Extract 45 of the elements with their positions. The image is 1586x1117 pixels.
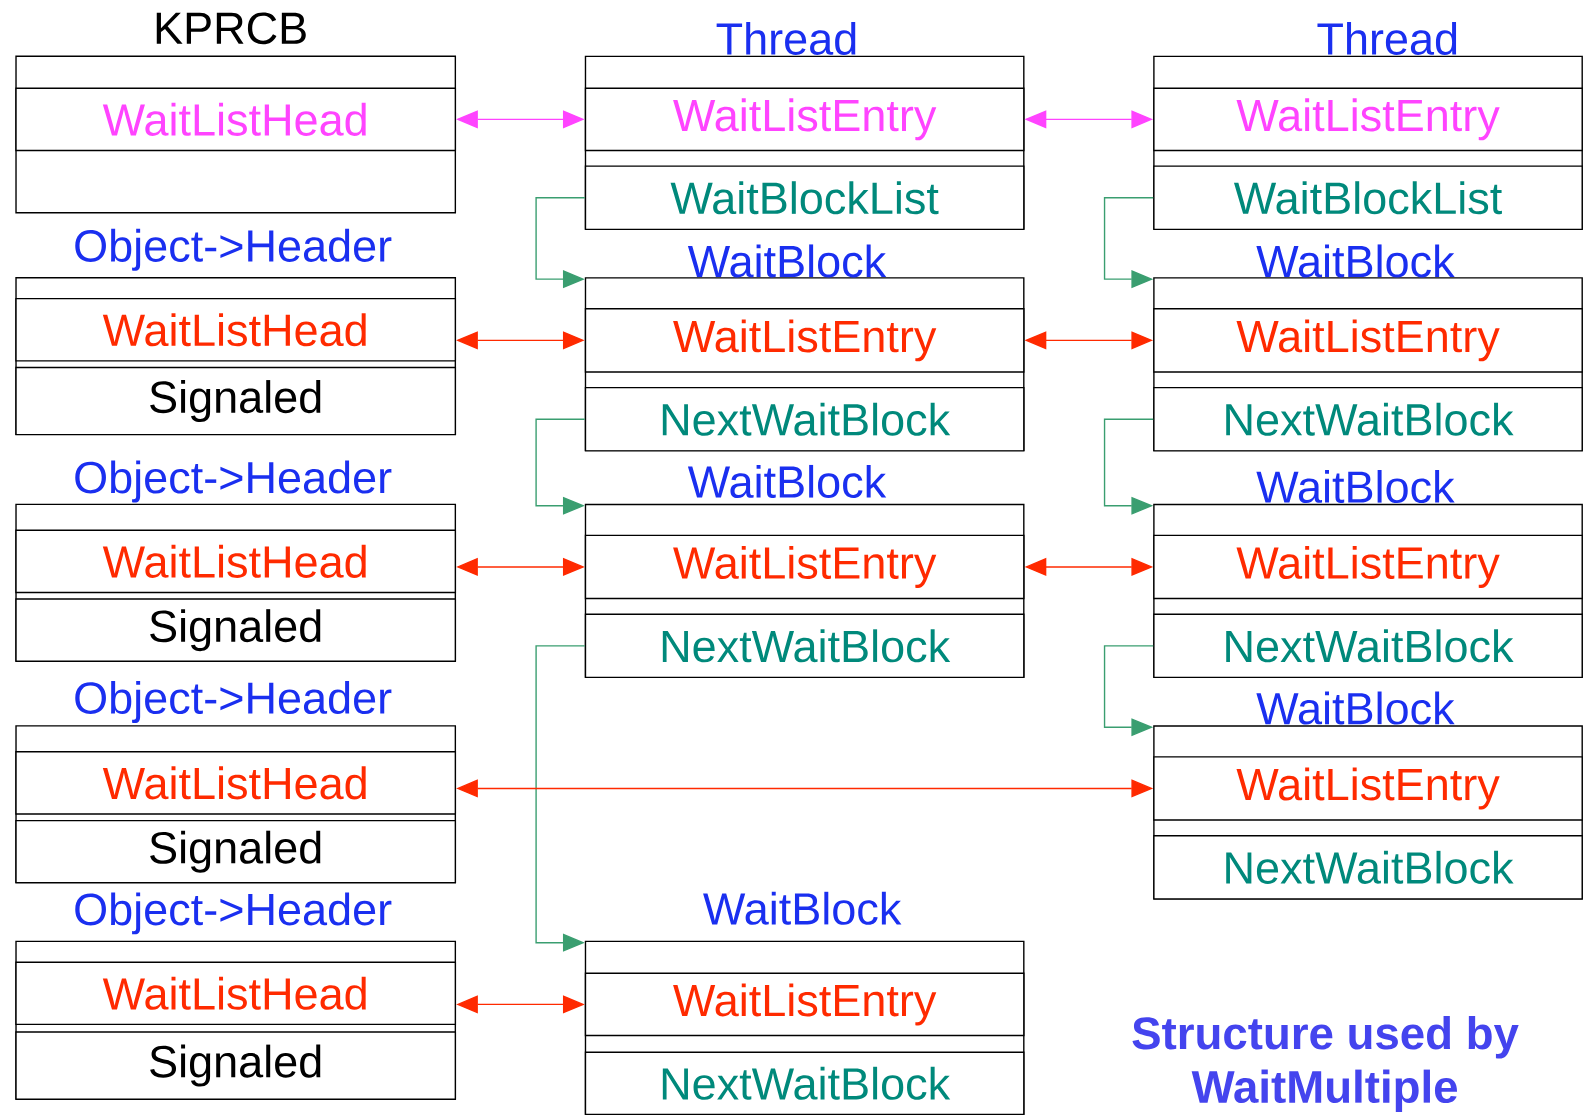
- arrow: [1103, 645, 1154, 737]
- node-label: Object->Header: [75, 229, 392, 271]
- arrow: [535, 197, 586, 289]
- field-row: Signaled: [15, 1031, 457, 1101]
- node-label: WaitBlock: [703, 891, 902, 925]
- field-row: WaitListHead: [15, 529, 457, 594]
- field-row: WaitListEntry: [584, 87, 1025, 152]
- field-row: WaitListEntry: [1153, 756, 1583, 821]
- field-row: NextWaitBlock: [1153, 835, 1583, 900]
- title: Structure used by WaitMultiple: [1132, 1016, 1519, 1113]
- node-label: Thread: [716, 22, 856, 56]
- field-row: NextWaitBlock: [584, 387, 1025, 452]
- field-row: NextWaitBlock: [1153, 387, 1583, 452]
- field-row: NextWaitBlock: [584, 613, 1025, 679]
- field-row: NextWaitBlock: [584, 1051, 1025, 1116]
- arrow: [1103, 197, 1154, 289]
- field-row: WaitListEntry: [584, 972, 1025, 1037]
- field-row: WaitListEntry: [1153, 308, 1583, 373]
- field-row: WaitListHead: [15, 751, 457, 815]
- arrow: [535, 418, 586, 515]
- field-row: WaitListEntry: [1153, 87, 1583, 152]
- node-label: KPRCB: [156, 12, 306, 45]
- field-row: Signaled: [15, 366, 457, 436]
- node-label: Object->Header: [75, 892, 392, 935]
- field-row: Signaled: [15, 598, 457, 663]
- node-label: Object->Header: [75, 681, 392, 724]
- field-row: WaitListHead: [15, 961, 457, 1026]
- node-label: WaitBlock: [687, 244, 887, 278]
- field-row: WaitListEntry: [584, 534, 1025, 600]
- arrow: [1103, 418, 1154, 515]
- node-label: Thread: [1317, 22, 1457, 56]
- arrow: [535, 645, 586, 952]
- node-label: WaitBlock: [687, 465, 887, 499]
- node-label: Object->Header: [75, 460, 392, 503]
- field-row: WaitListEntry: [584, 308, 1025, 373]
- field-row: WaitBlockList: [584, 165, 1025, 231]
- field-row: WaitBlockList: [1153, 165, 1583, 231]
- node-label: WaitBlock: [1256, 691, 1455, 725]
- field-row: WaitListHead: [15, 298, 457, 362]
- node-label: WaitBlock: [1256, 244, 1455, 278]
- field-row: NextWaitBlock: [1153, 613, 1583, 679]
- field-row: WaitListHead: [15, 87, 457, 152]
- field-row: Signaled: [15, 820, 457, 884]
- field-row: WaitListEntry: [1153, 534, 1583, 600]
- node-label: WaitBlock: [1256, 470, 1455, 504]
